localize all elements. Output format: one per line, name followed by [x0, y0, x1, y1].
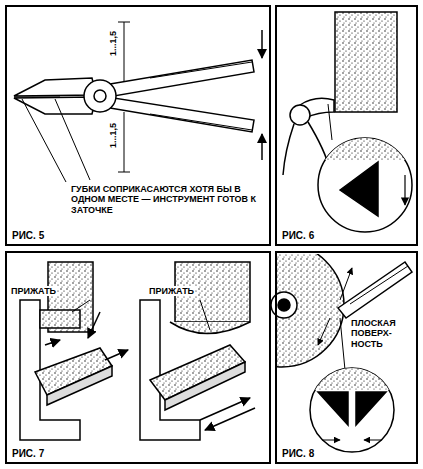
- jaw-section: [356, 392, 386, 425]
- figure-panel: РИС. 6: [275, 5, 418, 246]
- jaw-section: [318, 392, 348, 425]
- dimension-line: [124, 112, 125, 172]
- leader-line: [340, 318, 345, 370]
- pliers-fig5: [14, 60, 254, 132]
- note: ГУБКИ СОПРИКАСАЮТСЯ ХОТЯ БЫ В ОДНОМ МЕСТ…: [70, 184, 268, 215]
- grinding-wheel: [277, 254, 344, 367]
- arrow: [340, 268, 352, 300]
- figure-number: РИС. 6: [282, 230, 314, 241]
- pliers-handle: [338, 262, 412, 318]
- dimension: 1...1,5: [108, 30, 118, 57]
- squeeze-arrows: [261, 30, 263, 160]
- leader-line: [328, 104, 332, 140]
- grip-line: [150, 62, 252, 78]
- grinding-wheel: [335, 12, 397, 112]
- arrow: [45, 340, 60, 345]
- arrow: [88, 312, 100, 338]
- whetstone-side: [47, 366, 112, 405]
- arrow: [200, 398, 250, 420]
- figure-number: РИС. 5: [12, 230, 44, 241]
- pliers-section: [170, 322, 250, 334]
- leader-line: [200, 300, 210, 330]
- pivot-rivet: [94, 90, 106, 102]
- wheel-nut: [278, 299, 290, 311]
- dimension-tick: [118, 172, 130, 173]
- grip-line: [150, 114, 252, 130]
- handle: [283, 124, 294, 175]
- jaw-gap: [14, 97, 60, 98]
- upper-handle: [110, 60, 254, 96]
- arrow: [322, 440, 340, 441]
- lower-handle: [110, 98, 254, 132]
- jaw-section: [340, 162, 378, 216]
- fig6-art: [283, 12, 423, 232]
- whetstone-side: [165, 362, 245, 410]
- leader-line: [55, 99, 90, 180]
- pliers-section: [40, 310, 80, 328]
- pivot: [84, 80, 116, 112]
- arrow: [205, 408, 255, 430]
- arrow: [318, 318, 330, 345]
- dimension-lines: [22, 22, 130, 182]
- grip-line: [350, 266, 408, 304]
- figure-number: РИС. 8: [282, 448, 314, 459]
- pivot: [290, 105, 310, 125]
- dimension-tick: [118, 22, 130, 23]
- figure-panel: РИС. 8: [275, 251, 418, 464]
- arrow: [364, 440, 382, 441]
- wheel-detail: [310, 130, 423, 160]
- figure-panel: РИС. 7: [5, 251, 271, 464]
- arrow: [105, 350, 128, 360]
- wheel-detail: [305, 365, 400, 390]
- arrow: [261, 30, 263, 58]
- callout-label: ПЛОСКАЯ ПОВЕРХ- НОСТЬ: [350, 318, 416, 349]
- leader-line: [72, 300, 90, 312]
- instruction: ПРИЖАТЬ: [148, 286, 195, 296]
- leader-line: [22, 99, 66, 182]
- dimension-line: [124, 22, 125, 82]
- arrow: [261, 134, 263, 160]
- instruction: ПРИЖАТЬ: [10, 286, 57, 296]
- dimension: 1...1,5: [108, 122, 118, 149]
- arrow: [404, 175, 405, 205]
- figure-number: РИС. 7: [12, 448, 44, 459]
